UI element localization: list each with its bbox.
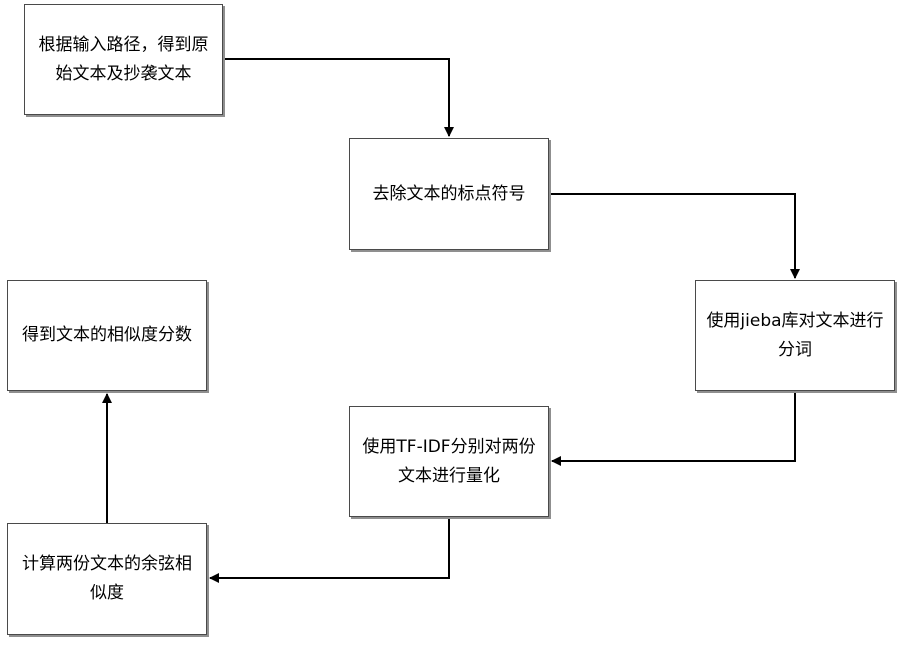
arrow-step4-to-step5 bbox=[209, 517, 450, 583]
step-load-texts-box: 根据输入路径，得到原始文本及抄袭文本 bbox=[24, 4, 223, 115]
step-cosine-similarity-label: 计算两份文本的余弦相似度 bbox=[22, 554, 192, 603]
step-remove-punctuation-label: 去除文本的标点符号 bbox=[372, 183, 526, 204]
step-jieba-segmentation-label: 使用jieba库对文本进行分词 bbox=[706, 310, 884, 360]
step-similarity-score-box: 得到文本的相似度分数 bbox=[7, 280, 207, 391]
step-load-texts-label: 根据输入路径，得到原始文本及抄袭文本 bbox=[38, 34, 209, 84]
step-similarity-score-label: 得到文本的相似度分数 bbox=[22, 325, 192, 345]
step-tfidf-vectorize-label: 使用TF-IDF分别对两份文本进行量化 bbox=[362, 436, 536, 486]
arrow-step2-to-step3 bbox=[549, 193, 800, 279]
arrow-step3-to-step4 bbox=[551, 391, 796, 466]
step-jieba-segmentation-box: 使用jieba库对文本进行分词 bbox=[695, 280, 895, 391]
step-tfidf-vectorize-box: 使用TF-IDF分别对两份文本进行量化 bbox=[349, 406, 549, 517]
step-cosine-similarity-box: 计算两份文本的余弦相似度 bbox=[7, 523, 207, 635]
step-remove-punctuation-box: 去除文本的标点符号 bbox=[349, 138, 549, 250]
arrow-step1-to-step2 bbox=[223, 58, 454, 137]
